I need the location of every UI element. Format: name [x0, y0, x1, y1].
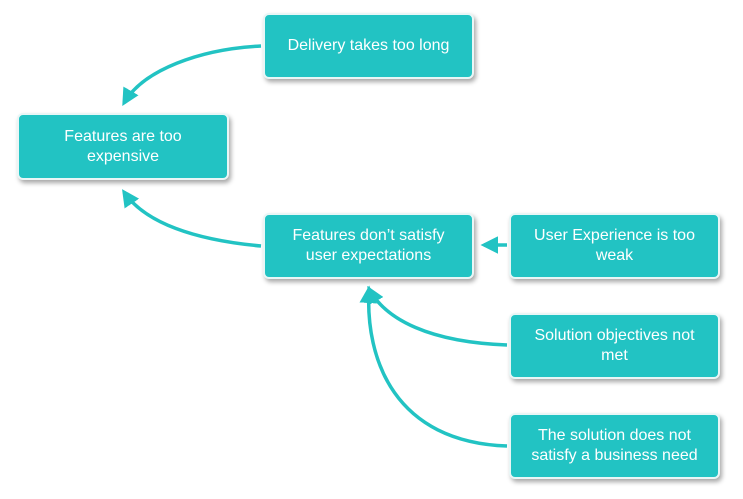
node-features-dont-satisfy-expectations: Features don’t satisfy user expectations: [263, 213, 474, 279]
node-label: Solution objectives not met: [534, 327, 695, 364]
node-user-experience-too-weak: User Experience is too weak: [509, 213, 720, 279]
edge-features-to-expensive: [122, 189, 262, 248]
node-label: Features are too expensive: [64, 127, 182, 165]
node-label: User Experience is too weak: [534, 227, 695, 264]
node-solution-objectives-not-met: Solution objectives not met: [509, 313, 720, 379]
node-features-too-expensive: Features are too expensive: [17, 113, 229, 180]
node-no-business-need: The solution does not satisfy a business…: [509, 413, 720, 479]
edge-delivery-to-expensive: [122, 44, 262, 107]
edge-business-to-features: [359, 285, 508, 448]
node-label: Delivery takes too long: [287, 37, 450, 54]
edge-objectives-to-features: [367, 285, 508, 347]
node-delivery-takes-too-long: Delivery takes too long: [263, 13, 474, 79]
node-label: Features don’t satisfy user expectations: [292, 227, 445, 264]
node-label: The solution does not satisfy a business…: [531, 427, 698, 464]
